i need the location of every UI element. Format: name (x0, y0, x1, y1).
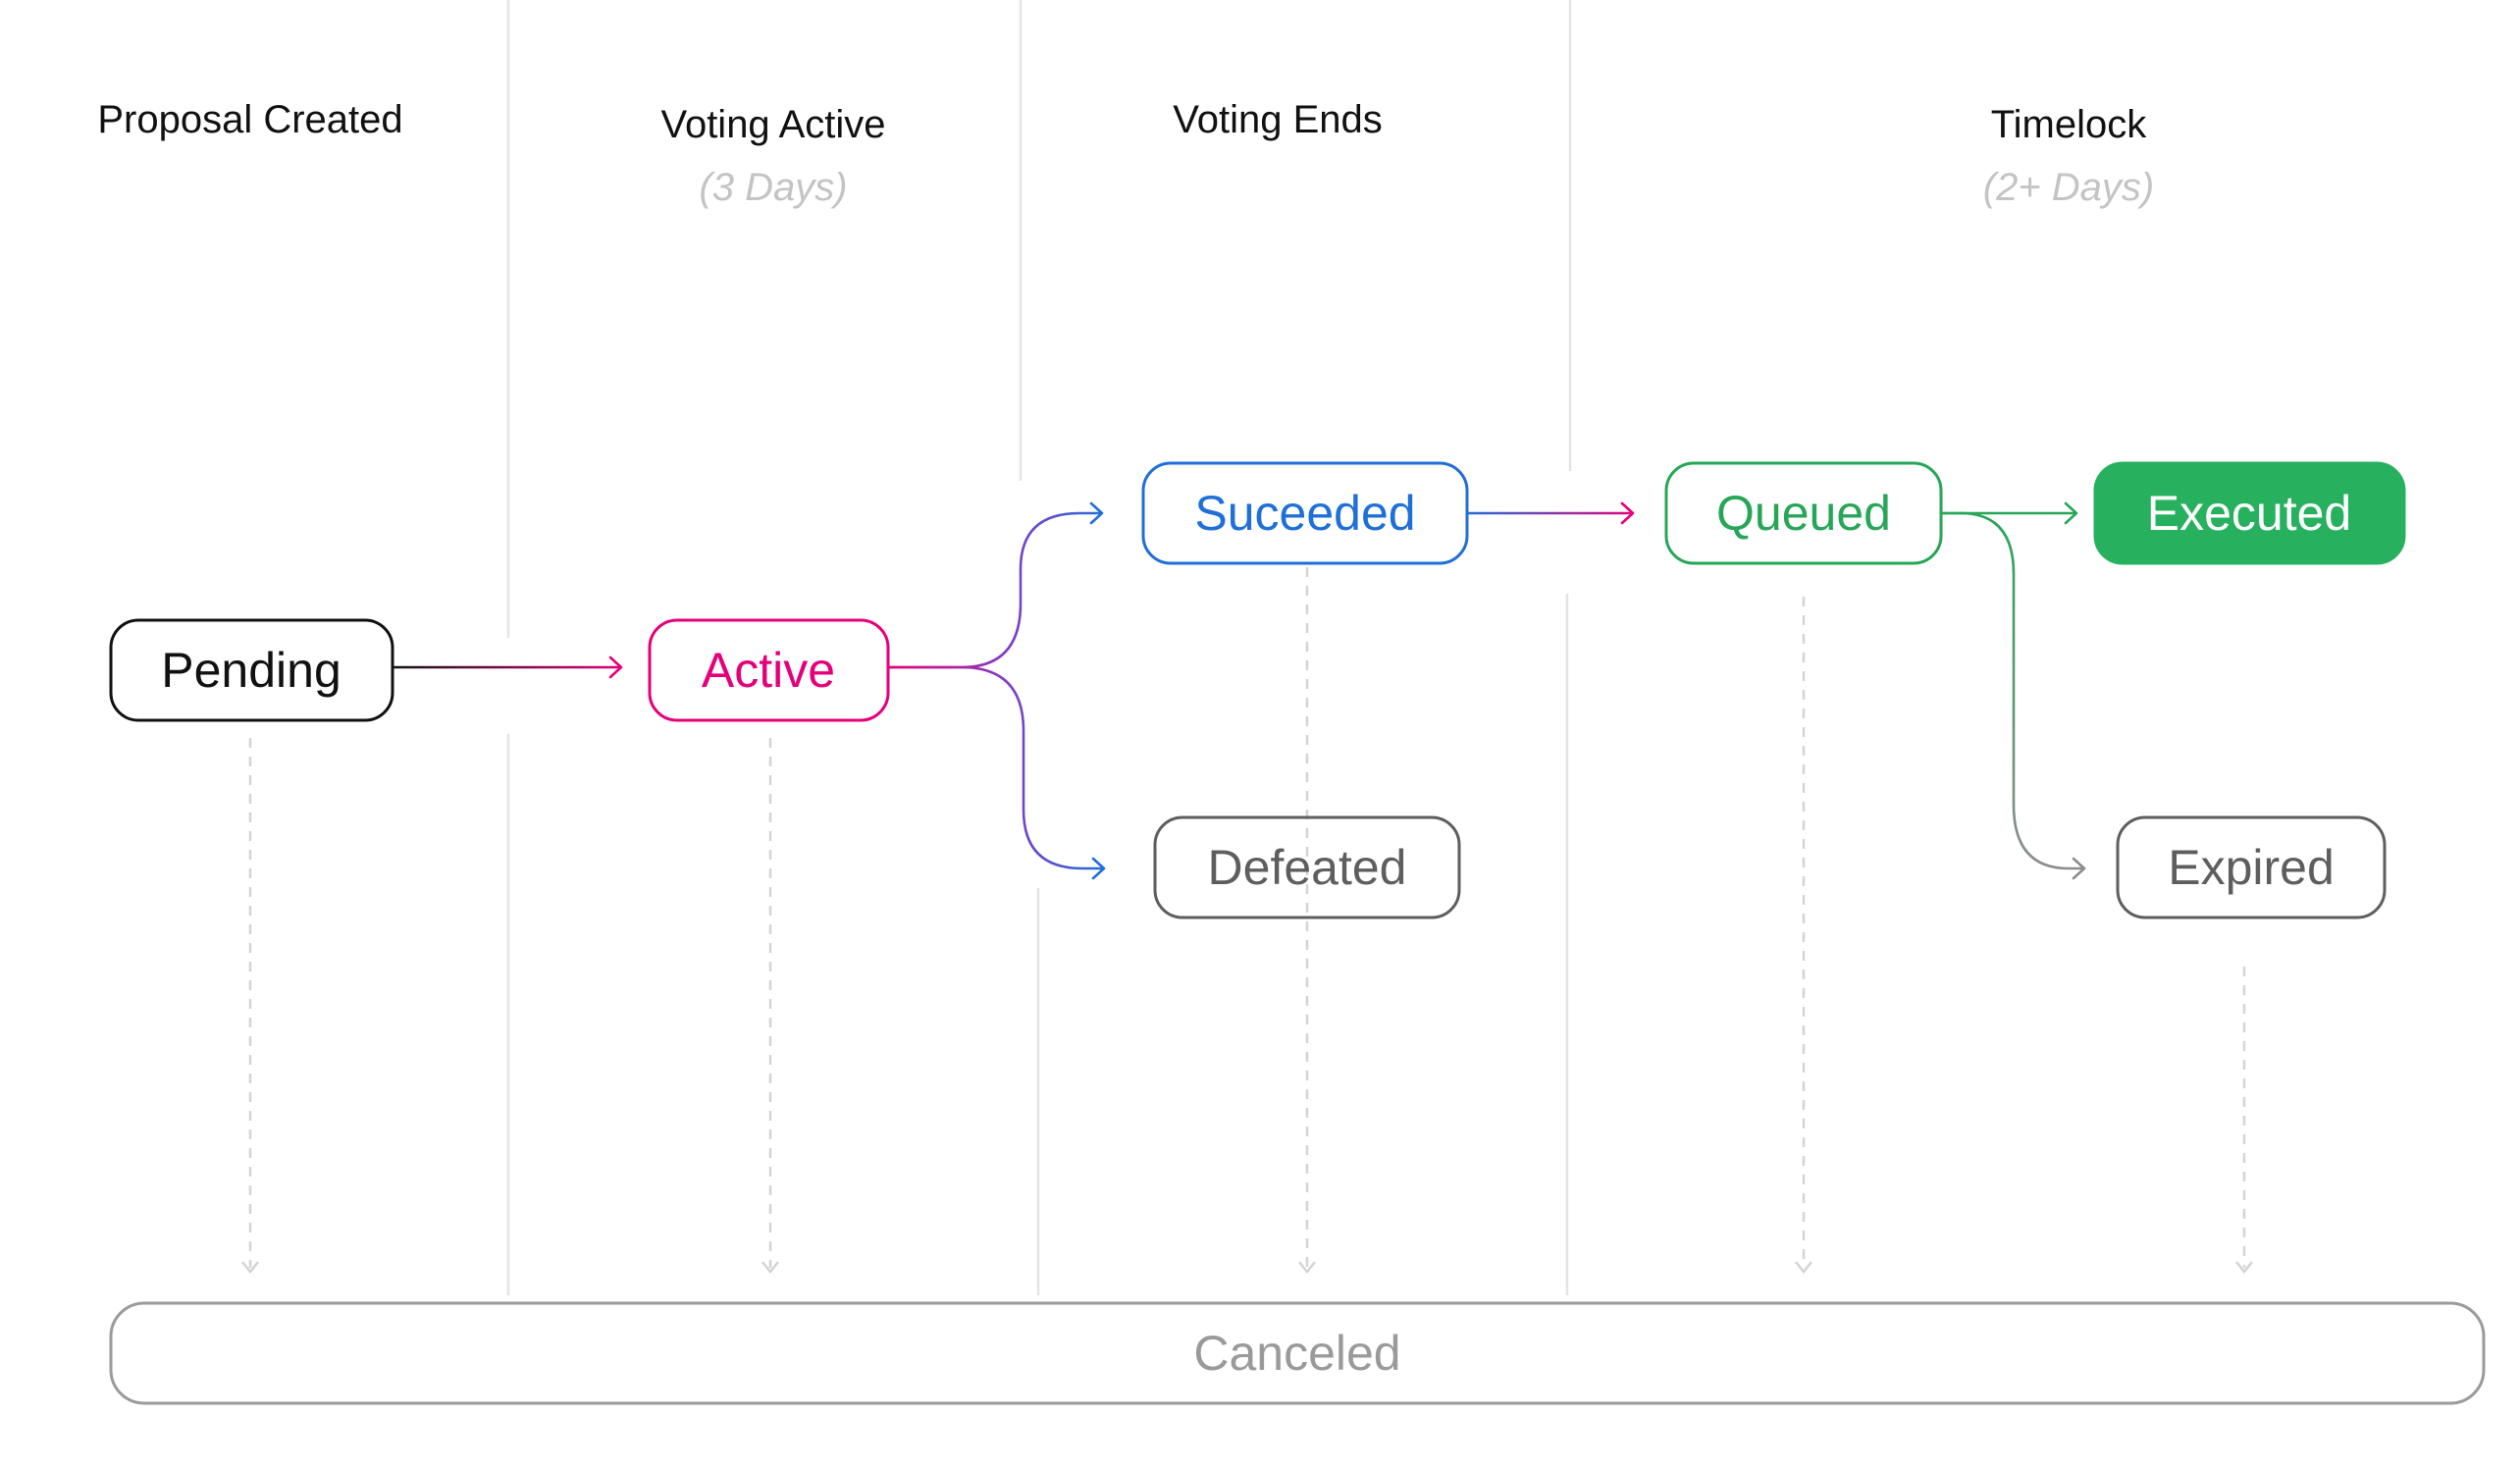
arrowhead-pending-active (608, 656, 623, 679)
arrowhead-succeeded-queued (1620, 501, 1635, 525)
state-pending-box (109, 618, 394, 722)
state-executed-label: Executed (2147, 486, 2351, 541)
state-succeeded-label: Suceeded (1194, 486, 1415, 541)
state-expired-label: Expired (2168, 840, 2335, 895)
state-succeeded: Suceeded (1141, 461, 1469, 565)
state-canceled-box (109, 1301, 2486, 1405)
transitions (393, 501, 2086, 880)
phase-headers: Proposal Created Voting Active (3 Days) … (97, 98, 2154, 209)
state-active-label: Active (702, 643, 835, 698)
state-queued-box (1664, 461, 1943, 565)
state-defeated-box (1153, 815, 1461, 919)
state-succeeded-box (1141, 461, 1469, 565)
edge-active-defeated (888, 665, 1103, 870)
phase-subtitle-voting-active: (3 Days) (699, 166, 847, 209)
state-expired-box (2116, 815, 2387, 919)
state-executed: Executed (2093, 461, 2406, 565)
state-nodes: Pending Active Suceeded Defeated Queued … (109, 461, 2486, 1405)
phase-title-voting-active: Voting Active (660, 103, 885, 146)
phase-title-timelock: Timelock (1991, 103, 2148, 146)
state-canceled-label: Canceled (1193, 1326, 1400, 1381)
state-defeated: Defeated (1153, 815, 1461, 919)
state-active-box (648, 618, 890, 722)
state-queued-label: Queued (1716, 486, 1891, 541)
cancel-arrowhead-pending (241, 1261, 259, 1275)
phase-title-proposal-created: Proposal Created (97, 98, 402, 141)
state-canceled: Canceled (109, 1301, 2486, 1405)
cancel-arrowhead-active (761, 1261, 779, 1275)
edge-active-succeeded (888, 511, 1101, 669)
state-pending-label: Pending (161, 643, 341, 698)
phase-dividers (506, 0, 1572, 1295)
arrowhead-active-succeeded (1089, 501, 1104, 525)
phase-subtitle-timelock: (2+ Days) (1983, 166, 2155, 209)
state-defeated-label: Defeated (1208, 840, 1407, 895)
cancel-arrowhead-queued (1795, 1261, 1812, 1275)
state-executed-box (2093, 461, 2406, 565)
arrowhead-queued-expired (2072, 857, 2086, 880)
state-expired: Expired (2116, 815, 2387, 919)
state-queued: Queued (1664, 461, 1943, 565)
cancel-arrowhead-expired (2235, 1261, 2253, 1275)
state-active: Active (648, 618, 890, 722)
cancel-arrowhead-succeeded (1298, 1261, 1316, 1275)
arrowhead-active-defeated (1091, 857, 1106, 880)
arrowhead-queued-executed (2064, 501, 2078, 525)
cancel-paths (241, 567, 2253, 1275)
phase-title-voting-ends: Voting Ends (1173, 98, 1383, 141)
edge-queued-expired (1938, 511, 2083, 870)
state-pending: Pending (109, 618, 394, 722)
